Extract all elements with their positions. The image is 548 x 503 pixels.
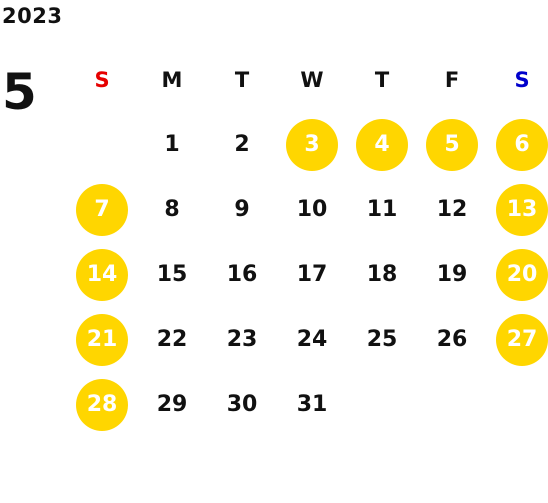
day-number: 10 bbox=[296, 197, 328, 222]
day-cell: 8 bbox=[137, 177, 207, 242]
day-cell: 17 bbox=[277, 242, 347, 307]
day-cell: 24 bbox=[277, 307, 347, 372]
day-cell: 1 bbox=[137, 112, 207, 177]
day-number: 7 bbox=[94, 197, 110, 222]
day-number: 31 bbox=[296, 392, 328, 417]
weekday-header-sunday: S bbox=[94, 67, 110, 92]
year-label: 2023 bbox=[2, 4, 63, 28]
day-number: 14 bbox=[86, 262, 118, 287]
day-cell: 23 bbox=[207, 307, 277, 372]
day-cell: 20 bbox=[487, 242, 548, 307]
day-cell: 4 bbox=[347, 112, 417, 177]
day-cell: 22 bbox=[137, 307, 207, 372]
day-number: 29 bbox=[156, 392, 188, 417]
day-cell: 21 bbox=[67, 307, 137, 372]
day-cell: 13 bbox=[487, 177, 548, 242]
day-number: 5 bbox=[444, 132, 460, 157]
day-number: 17 bbox=[296, 262, 328, 287]
day-number: 15 bbox=[156, 262, 188, 287]
day-number: 9 bbox=[234, 197, 250, 222]
day-number: 13 bbox=[506, 197, 538, 222]
day-cell: 5 bbox=[417, 112, 487, 177]
day-cell: 31 bbox=[277, 372, 347, 437]
day-number: 25 bbox=[366, 327, 398, 352]
day-cell: 2 bbox=[207, 112, 277, 177]
day-cell: 29 bbox=[137, 372, 207, 437]
day-number: 6 bbox=[514, 132, 530, 157]
day-number: 2 bbox=[234, 132, 250, 157]
day-cell: 3 bbox=[277, 112, 347, 177]
day-cell: 16 bbox=[207, 242, 277, 307]
day-number: 30 bbox=[226, 392, 258, 417]
weekday-header-wednesday: W bbox=[300, 67, 324, 92]
day-number: 20 bbox=[506, 262, 538, 287]
day-cell: 11 bbox=[347, 177, 417, 242]
weekday-header-tuesday: T bbox=[234, 67, 250, 92]
day-number: 18 bbox=[366, 262, 398, 287]
day-cell: 18 bbox=[347, 242, 417, 307]
day-cell: 25 bbox=[347, 307, 417, 372]
weekday-header-friday: F bbox=[444, 67, 460, 92]
day-number: 8 bbox=[164, 197, 180, 222]
day-number: 19 bbox=[436, 262, 468, 287]
day-number: 26 bbox=[436, 327, 468, 352]
day-cell: 6 bbox=[487, 112, 548, 177]
weekday-header-saturday: S bbox=[514, 67, 530, 92]
day-number: 27 bbox=[506, 327, 538, 352]
weekday-header-monday: M bbox=[161, 67, 183, 92]
month-number: 5 bbox=[2, 63, 37, 121]
day-number: 21 bbox=[86, 327, 118, 352]
day-cell: 15 bbox=[137, 242, 207, 307]
day-number: 28 bbox=[86, 392, 118, 417]
day-cell: 14 bbox=[67, 242, 137, 307]
day-number: 1 bbox=[164, 132, 180, 157]
empty-day-cell bbox=[67, 112, 137, 177]
day-number: 23 bbox=[226, 327, 258, 352]
day-cell: 7 bbox=[67, 177, 137, 242]
day-number: 12 bbox=[436, 197, 468, 222]
day-cell: 30 bbox=[207, 372, 277, 437]
day-number: 4 bbox=[374, 132, 390, 157]
day-number: 24 bbox=[296, 327, 328, 352]
day-number: 3 bbox=[304, 132, 320, 157]
day-cell: 26 bbox=[417, 307, 487, 372]
day-number: 16 bbox=[226, 262, 258, 287]
day-number: 22 bbox=[156, 327, 188, 352]
day-cell: 28 bbox=[67, 372, 137, 437]
day-cell: 10 bbox=[277, 177, 347, 242]
day-number: 11 bbox=[366, 197, 398, 222]
day-cell: 9 bbox=[207, 177, 277, 242]
day-cell: 27 bbox=[487, 307, 548, 372]
weekday-header-thursday: T bbox=[374, 67, 390, 92]
day-cell: 19 bbox=[417, 242, 487, 307]
day-cell: 12 bbox=[417, 177, 487, 242]
